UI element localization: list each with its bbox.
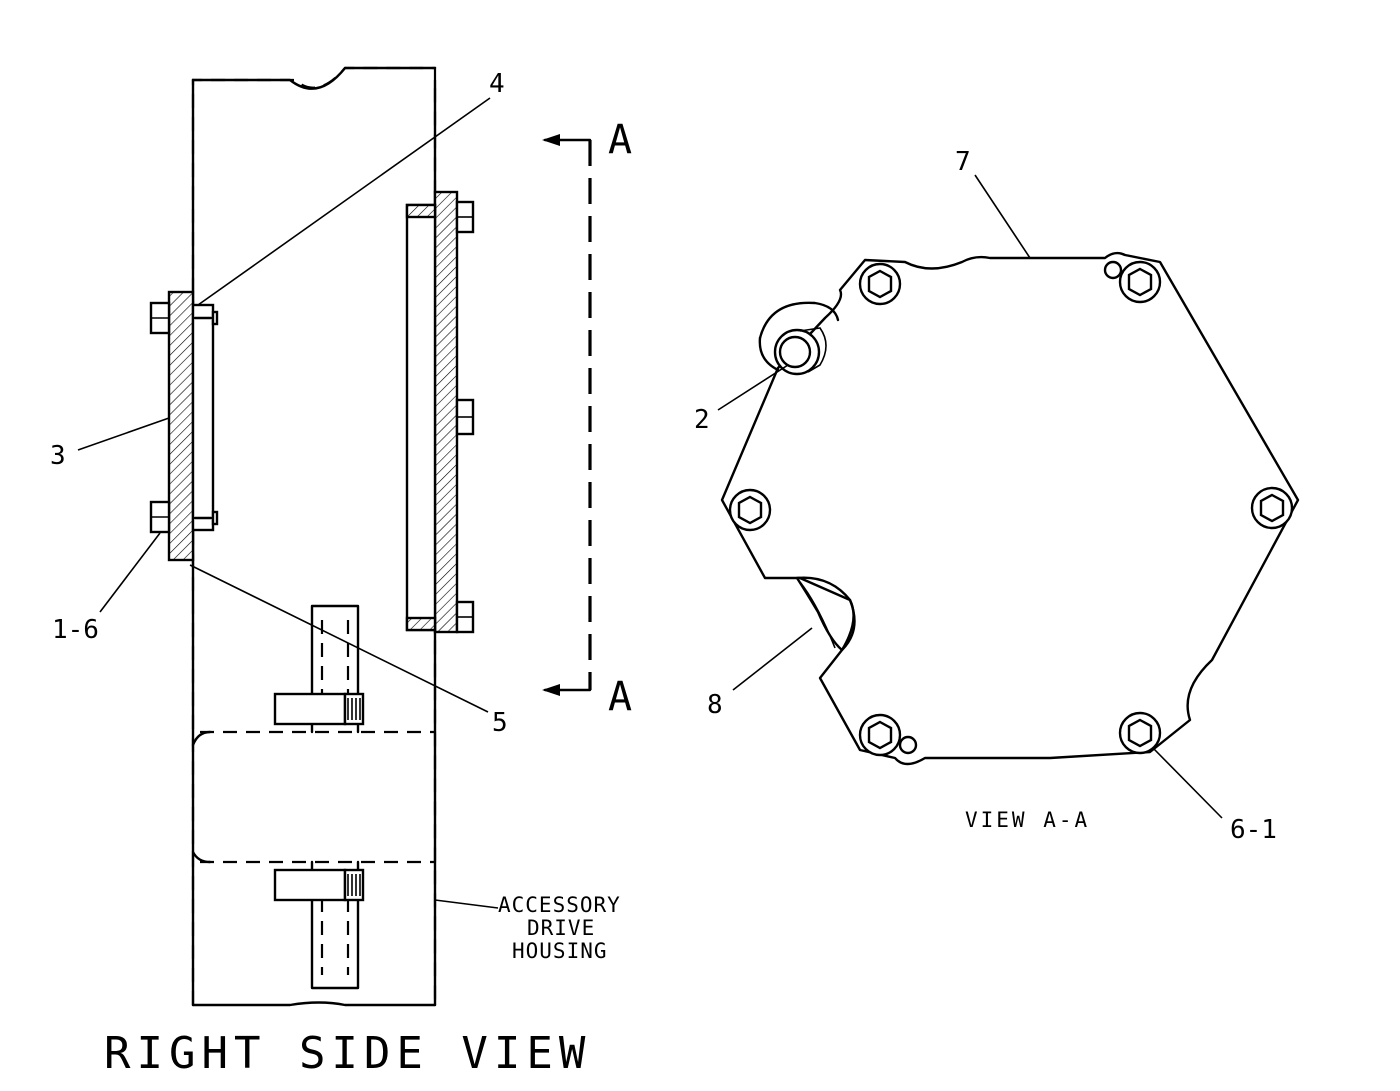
leader-8 <box>732 627 813 691</box>
note-line-1: ACCESSORY <box>498 893 621 917</box>
callout-5: 5 <box>492 708 508 738</box>
leader-accessory <box>434 899 499 909</box>
accessory-drive-housing-note: ACCESSORY DRIVE HOUSING <box>498 893 621 963</box>
leader-1-6 <box>99 532 161 613</box>
bolt-left-lower <box>149 500 171 534</box>
note-line-2: DRIVE <box>527 916 595 940</box>
bolt-hex-bottom-left <box>858 713 902 757</box>
view-a-a: 7 2 8 6-1 VIEW A-A <box>694 147 1300 845</box>
leader-7 <box>974 174 1031 259</box>
bolt-right-middle <box>455 398 475 436</box>
shaft-detail-lower <box>273 860 365 990</box>
leader-2 <box>717 364 789 411</box>
section-letter-bottom: A <box>608 674 632 720</box>
callout-1-6: 1-6 <box>52 615 99 645</box>
bolt-left-upper <box>149 301 171 335</box>
bolt-hex-left <box>728 488 772 532</box>
dowel-hole-bottom <box>898 735 918 755</box>
view-a-a-title: VIEW A-A <box>965 808 1090 832</box>
note-line-3: HOUSING <box>512 939 608 963</box>
callout-7: 7 <box>955 147 971 177</box>
dowel-hole-top <box>1103 260 1123 280</box>
callout-6-1: 6-1 <box>1230 815 1277 845</box>
gasket-cutaway-8 <box>795 576 856 652</box>
hex-cover-plate <box>720 251 1300 766</box>
dowel-boss-2 <box>758 301 840 376</box>
leader-6-1 <box>1152 747 1223 819</box>
bolt-hex-top-left <box>858 262 902 306</box>
leader-5 <box>189 564 489 713</box>
bolt-hex-top-right <box>1118 260 1162 304</box>
bolt-hex-right <box>1250 486 1294 530</box>
right-side-view: 4 3 1-6 5 A A ACCESSORY DRIVE HOUSING RI… <box>50 66 632 1079</box>
leader-3 <box>77 417 170 451</box>
section-letter-top: A <box>608 117 632 163</box>
callout-3: 3 <box>50 441 66 471</box>
accessory-drive-housing-outline <box>191 66 437 1007</box>
bolt-hex-bottom-right <box>1118 711 1162 755</box>
shaft-detail-upper <box>273 604 365 734</box>
cover-plate-left <box>167 290 219 562</box>
callout-2: 2 <box>694 405 710 435</box>
callout-4: 4 <box>489 69 505 99</box>
bolt-right-lower <box>455 600 475 634</box>
leader-4 <box>197 97 491 306</box>
bolt-right-upper <box>455 200 475 234</box>
section-line-a-a <box>542 134 592 696</box>
callout-8: 8 <box>707 690 723 720</box>
right-side-view-title: RIGHT SIDE VIEW <box>104 1028 591 1079</box>
cover-plate-right <box>405 190 459 634</box>
